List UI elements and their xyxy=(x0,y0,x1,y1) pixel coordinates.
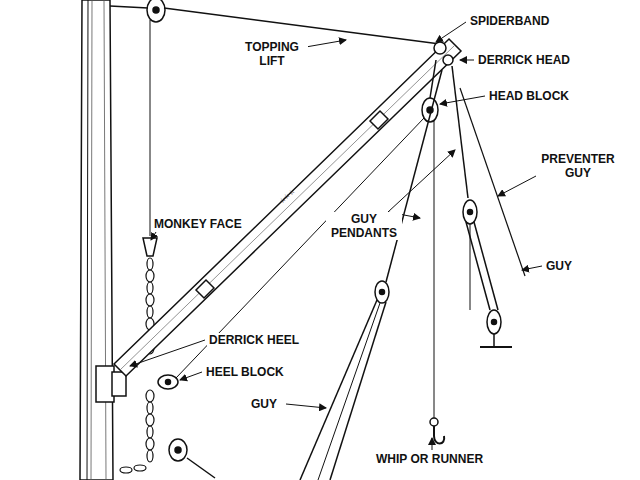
part-label: HEEL BLOCK xyxy=(204,365,286,379)
part-label: DERRICK HEEL xyxy=(207,333,301,347)
part-label: HEAD BLOCK xyxy=(487,89,571,103)
part-label: WHIP OR RUNNER xyxy=(374,452,485,466)
svg-text:☆☆☆: ☆☆☆ xyxy=(278,187,296,205)
part-label: MONKEY FACE xyxy=(152,217,244,231)
part-label: PREVENTER GUY xyxy=(536,152,620,180)
part-label: GUY xyxy=(544,259,574,273)
part-label: GUY xyxy=(249,397,279,411)
part-label: DERRICK HEAD xyxy=(476,53,572,67)
part-label: SPIDERBAND xyxy=(468,14,551,28)
part-label: TOPPING LIFT xyxy=(236,40,308,68)
part-label: GUY PENDANTS xyxy=(326,212,402,240)
